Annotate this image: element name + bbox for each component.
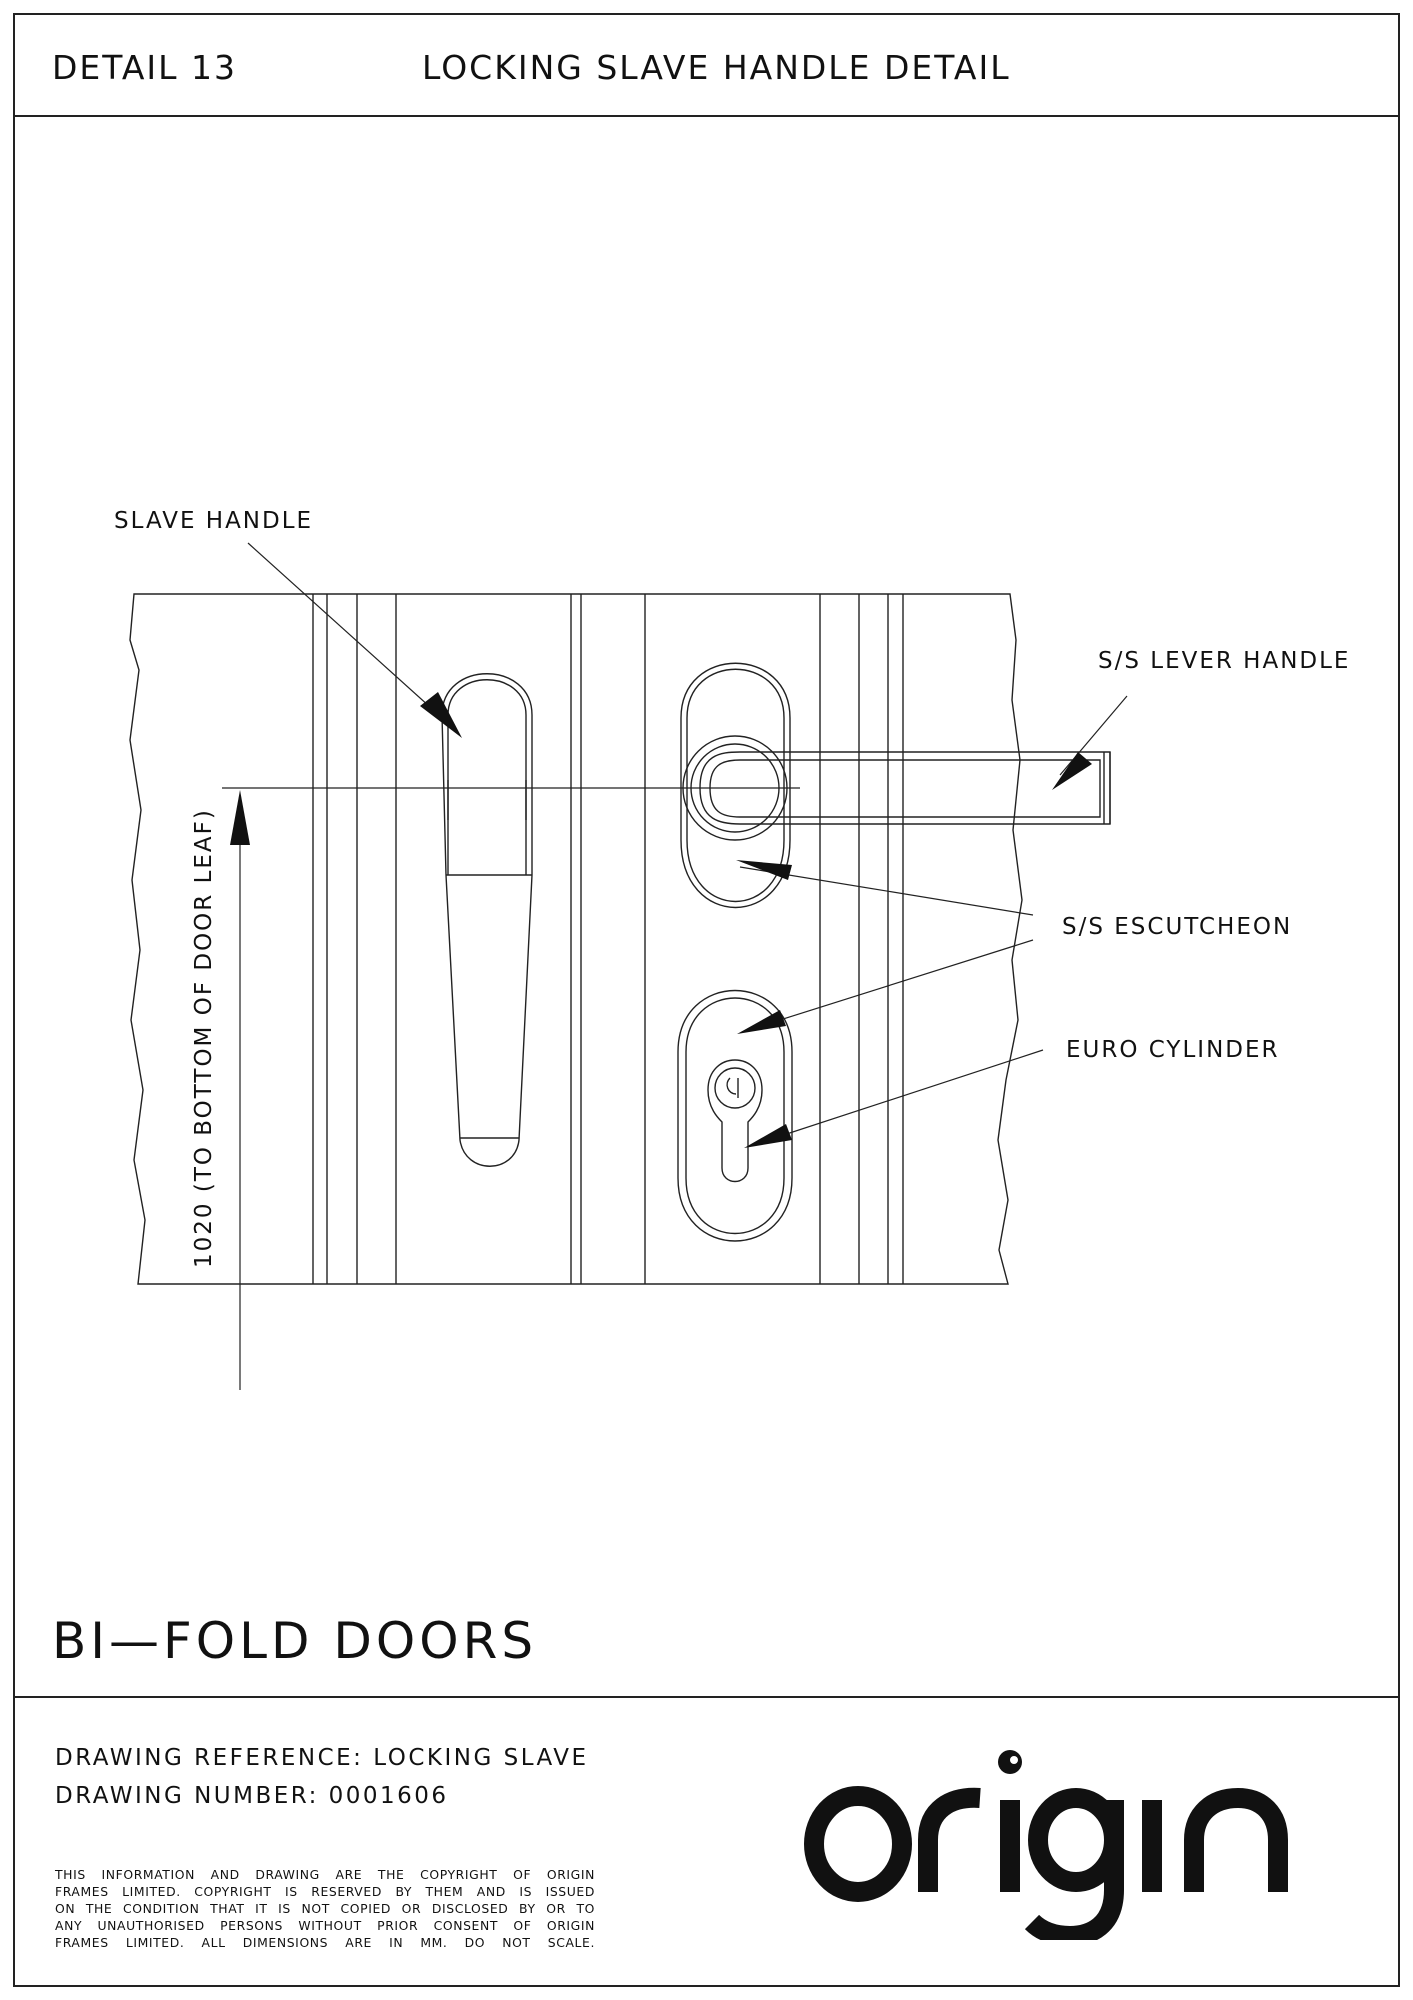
drawing-frame: [13, 13, 1400, 1987]
lever-handle-shape: [699, 751, 1111, 825]
copyright-line: ON THE CONDITION THAT IT IS NOT COPIED O…: [55, 1901, 595, 1916]
euro-cylinder-label: EURO CYLINDER: [1066, 1037, 1280, 1063]
door-leaf-outline: [129, 593, 1023, 1285]
drawing-reference: DRAWING REFERENCE: LOCKING SLAVE: [55, 1745, 589, 1771]
detail-title: LOCKING SLAVE HANDLE DETAIL: [422, 48, 1011, 87]
product-title: BI—FOLD DOORS: [52, 1612, 538, 1670]
escutcheon-label: S/S ESCUTCHEON: [1062, 914, 1292, 940]
copyright-line: FRAMES LIMITED. ALL DIMENSIONS ARE IN MM…: [55, 1935, 595, 1950]
slave-handle-shape: [441, 673, 533, 1167]
euro-cylinder-escutcheon-shape: [677, 990, 793, 1242]
detail-number: DETAIL 13: [52, 48, 238, 87]
lever-handle-label: S/S LEVER HANDLE: [1098, 648, 1350, 674]
header-divider: [13, 115, 1400, 117]
copyright-notice: THIS INFORMATION AND DRAWING ARE THE COP…: [55, 1866, 595, 1951]
footer-divider: [13, 1696, 1400, 1698]
copyright-line: ANY UNAUTHORISED PERSONS WITHOUT PRIOR C…: [55, 1918, 595, 1933]
copyright-line: FRAMES LIMITED. COPYRIGHT IS RESERVED BY…: [55, 1884, 595, 1899]
copyright-line: THIS INFORMATION AND DRAWING ARE THE COP…: [55, 1867, 595, 1882]
drawing-number: DRAWING NUMBER: 0001606: [55, 1783, 449, 1809]
slave-handle-label: SLAVE HANDLE: [114, 508, 313, 534]
height-dimension-label: 1020 (TO BOTTOM OF DOOR LEAF): [191, 808, 217, 1268]
origin-logo: [804, 1750, 1288, 1940]
